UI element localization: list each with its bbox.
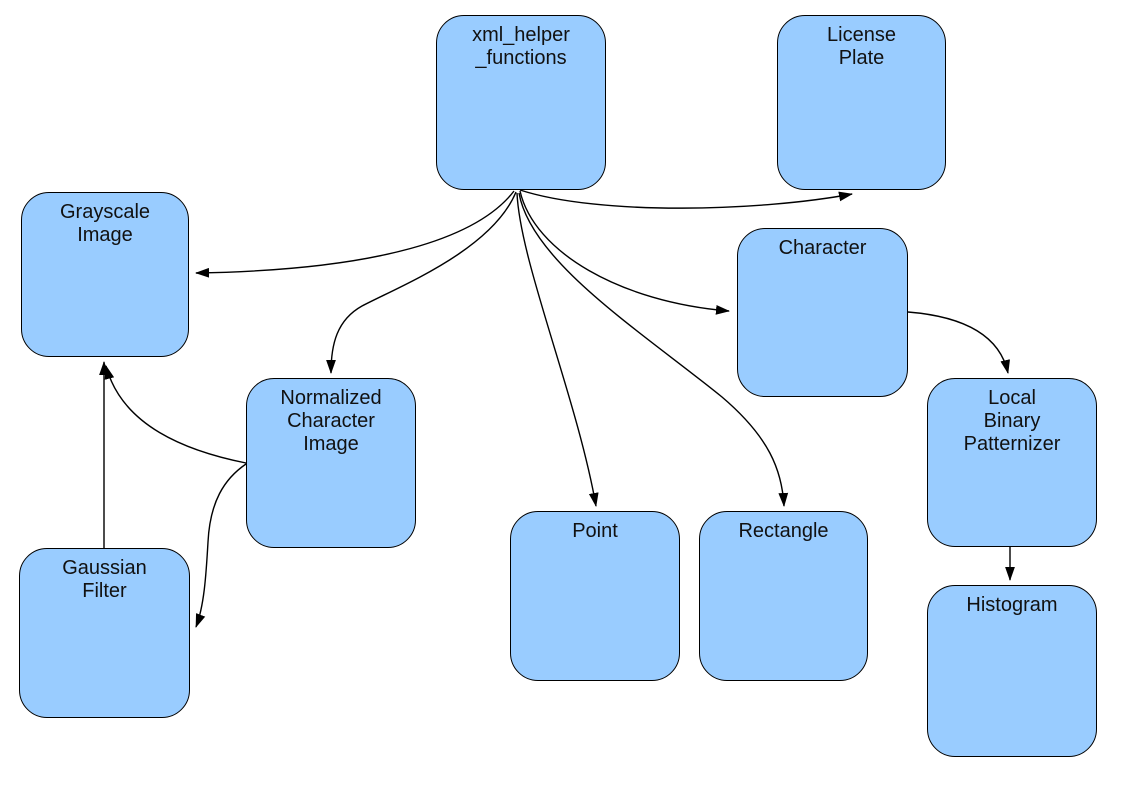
node-label-character: Character: [778, 237, 867, 259]
node-label-xml-helper-functions: xml_helper _functions: [472, 24, 570, 69]
node-gaussian-filter: Gaussian Filter: [19, 548, 190, 718]
edge-normalized-character-image-to-gaussian-filter: [195, 463, 247, 628]
node-rectangle: Rectangle: [699, 511, 868, 681]
node-label-normalized-character-image: Normalized Character Image: [280, 387, 382, 455]
node-license-plate: License Plate: [777, 15, 946, 190]
node-label-rectangle: Rectangle: [738, 520, 829, 542]
node-label-license-plate: License Plate: [827, 24, 896, 69]
edge-xml-helper-functions-to-license-plate: [519, 189, 853, 209]
node-label-histogram: Histogram: [966, 594, 1058, 616]
node-histogram: Histogram: [927, 585, 1097, 757]
node-xml-helper-functions: xml_helper _functions: [436, 15, 606, 190]
edge-xml-helper-functions-to-point: [516, 192, 599, 507]
node-point: Point: [510, 511, 680, 681]
edge-normalized-character-image-to-grayscale-image: [104, 365, 247, 464]
node-normalized-character-image: Normalized Character Image: [246, 378, 416, 548]
node-character: Character: [737, 228, 908, 397]
node-local-binary-patternizer: Local Binary Patternizer: [927, 378, 1097, 547]
node-label-local-binary-patternizer: Local Binary Patternizer: [963, 387, 1061, 455]
node-label-point: Point: [572, 520, 618, 542]
edge-xml-helper-functions-to-normalized-character-image: [326, 191, 517, 374]
edge-character-to-local-binary-patternizer: [907, 311, 1010, 374]
node-grayscale-image: Grayscale Image: [21, 192, 189, 357]
edge-xml-helper-functions-to-character: [519, 190, 730, 315]
edge-xml-helper-functions-to-grayscale-image: [195, 190, 515, 278]
node-label-gaussian-filter: Gaussian Filter: [62, 557, 147, 602]
node-label-grayscale-image: Grayscale Image: [59, 201, 151, 246]
